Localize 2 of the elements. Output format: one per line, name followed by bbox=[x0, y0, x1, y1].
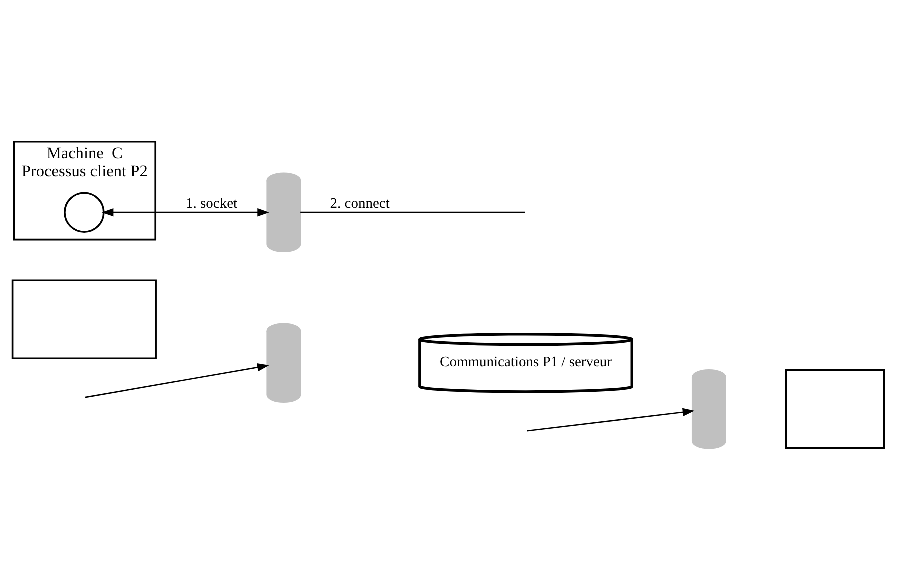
edge-label: 1. socket bbox=[186, 195, 238, 212]
edge-label: 2. connect bbox=[330, 195, 390, 212]
